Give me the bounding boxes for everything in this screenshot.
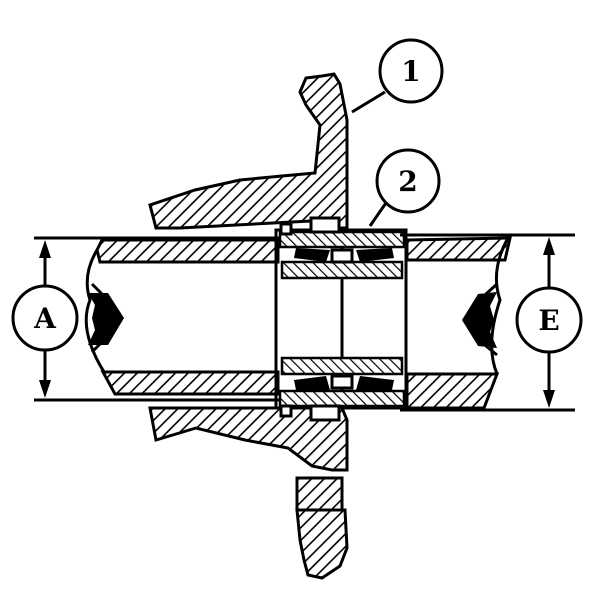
callout-e-label: E [538, 304, 559, 337]
leader-1 [351, 90, 386, 114]
callout-1-label: 1 [401, 55, 420, 88]
callout-a-label: A [33, 302, 57, 335]
extension-lines [34, 233, 575, 412]
shaft-lower-right [405, 372, 500, 410]
knuckle-lower [148, 406, 349, 580]
knuckle-upper [148, 72, 349, 230]
press-arrow-left [88, 282, 124, 354]
dimension-arrow-e [543, 237, 555, 408]
shaft-break-right [490, 237, 510, 375]
shaft-upper-left [95, 238, 280, 264]
leader-2 [368, 199, 390, 227]
shaft-lower-left [100, 370, 280, 396]
callout-a: A [11, 284, 79, 352]
callout-e: E [515, 286, 583, 354]
callout-2-label: 2 [398, 165, 417, 198]
callout-2: 2 [375, 148, 441, 214]
bearing-outer [274, 216, 408, 422]
callout-1: 1 [378, 38, 444, 104]
shaft-upper-right [405, 236, 512, 262]
press-arrow-right [462, 282, 499, 357]
